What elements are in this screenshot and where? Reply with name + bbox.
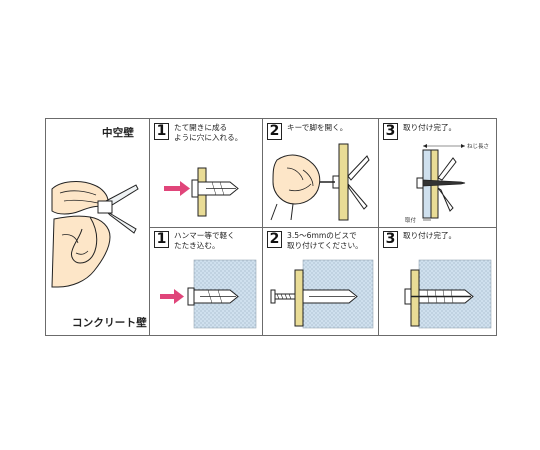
fixture-label: 取付 [405, 216, 417, 224]
step-instruction: 3.5～6mmのビスで 取り付けてください。 [287, 231, 363, 250]
hand-squeezing-anchor-illustration [51, 181, 139, 288]
concrete-wall-label: コンクリート壁 [72, 317, 147, 329]
step-instruction: ハンマー等で軽く たたき込む。 [174, 231, 235, 250]
screw-length-label: ねじ長さ [467, 143, 489, 150]
concrete-step-1: 1 ハンマー等で軽く たたき込む。 [150, 228, 262, 335]
step-number: 2 [267, 123, 282, 140]
step-instruction: たて開きに成る ように穴に入れる。 [174, 123, 243, 142]
hollow-installed-illustration: ねじ長さ 取付 [405, 143, 489, 224]
hollow-wall-label: 中空壁 [102, 127, 135, 139]
step-number: 1 [154, 231, 169, 248]
step-instruction: 取り付け完了。 [403, 123, 457, 132]
step-instruction: キーで脚を開く。 [287, 123, 348, 132]
hollow-step-1: 1 たて開きに成る ように穴に入れる。 [150, 120, 262, 227]
concrete-installed-illustration [404, 259, 492, 329]
open-legs-with-key-illustration [270, 143, 370, 221]
hollow-step-2: 2 キーで脚を開く。 [263, 120, 378, 227]
tap-in-anchor-illustration [160, 259, 257, 329]
step-number: 3 [383, 123, 398, 140]
concrete-step-3: 3 取り付け完了。 [379, 228, 496, 335]
insert-anchor-illustration [164, 167, 239, 217]
instruction-sheet: 中空壁 コンクリート壁 1 たて開きに成る ように穴に入れる。 [45, 118, 497, 336]
concrete-step-2: 2 3.5～6mmのビスで 取り付けてください。 [263, 228, 378, 335]
step-instruction: 取り付け完了。 [403, 231, 457, 240]
step-number: 2 [267, 231, 282, 248]
divider-row [149, 227, 496, 228]
step-number: 3 [383, 231, 398, 248]
hollow-step-3: 3 取り付け完了。 ねじ長さ 取付 [379, 120, 496, 227]
step-number: 1 [154, 123, 169, 140]
drive-screw-illustration [270, 259, 374, 329]
